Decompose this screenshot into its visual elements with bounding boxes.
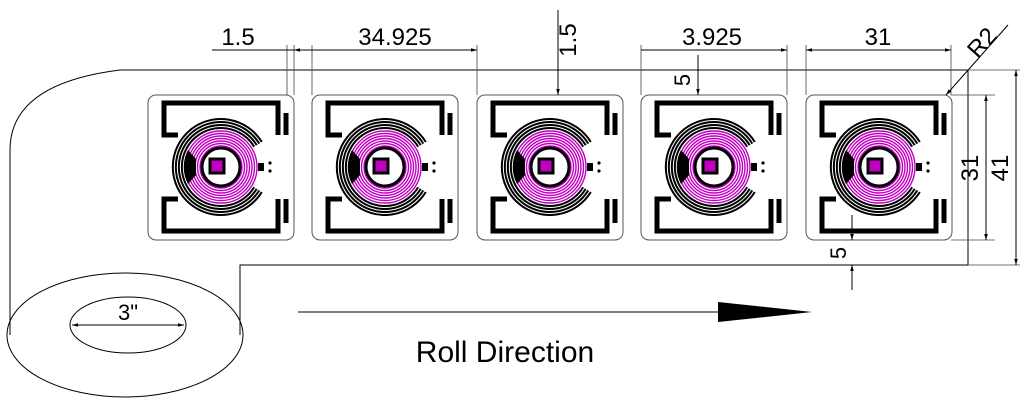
dim-offset: 3.925 [682,24,742,51]
rfid-tag [147,94,295,241]
dim-web-width: 41 [987,155,1014,182]
roll-direction-label: Roll Direction [416,336,594,369]
tag-row [147,94,953,241]
dim-pitch: 34.925 [358,24,431,51]
dim-gap-vertical: 1.5 [555,23,582,56]
label-roll: 3" [6,69,969,398]
roll-web-top-edge [9,69,968,335]
dim-top-margin: 5 [670,74,695,86]
dim-tag-height: 31 [957,155,984,182]
dim-tag-width: 31 [865,24,892,51]
rfid-tag [476,94,624,241]
roll-web-edge [239,70,969,335]
roll-outer-ellipse [6,272,244,398]
roll-direction-arrow-icon [718,302,812,322]
dim-gap-left: 1.5 [221,24,254,51]
top-dimensions: 1.5 34.925 1.5 3.925 5 31 R2 [212,10,1009,96]
core-diameter-label: 3" [118,300,138,325]
dim-corner-radius: R2 [962,23,1003,64]
rfid-tag [311,94,459,241]
rfid-tag [640,94,788,241]
dim-bottom-margin: 5 [826,247,851,259]
roll-core-ellipse [69,296,187,354]
roll-direction: Roll Direction [298,302,812,369]
rfid-tag [805,94,953,241]
side-dimensions: 31 41 5 [826,69,1020,290]
